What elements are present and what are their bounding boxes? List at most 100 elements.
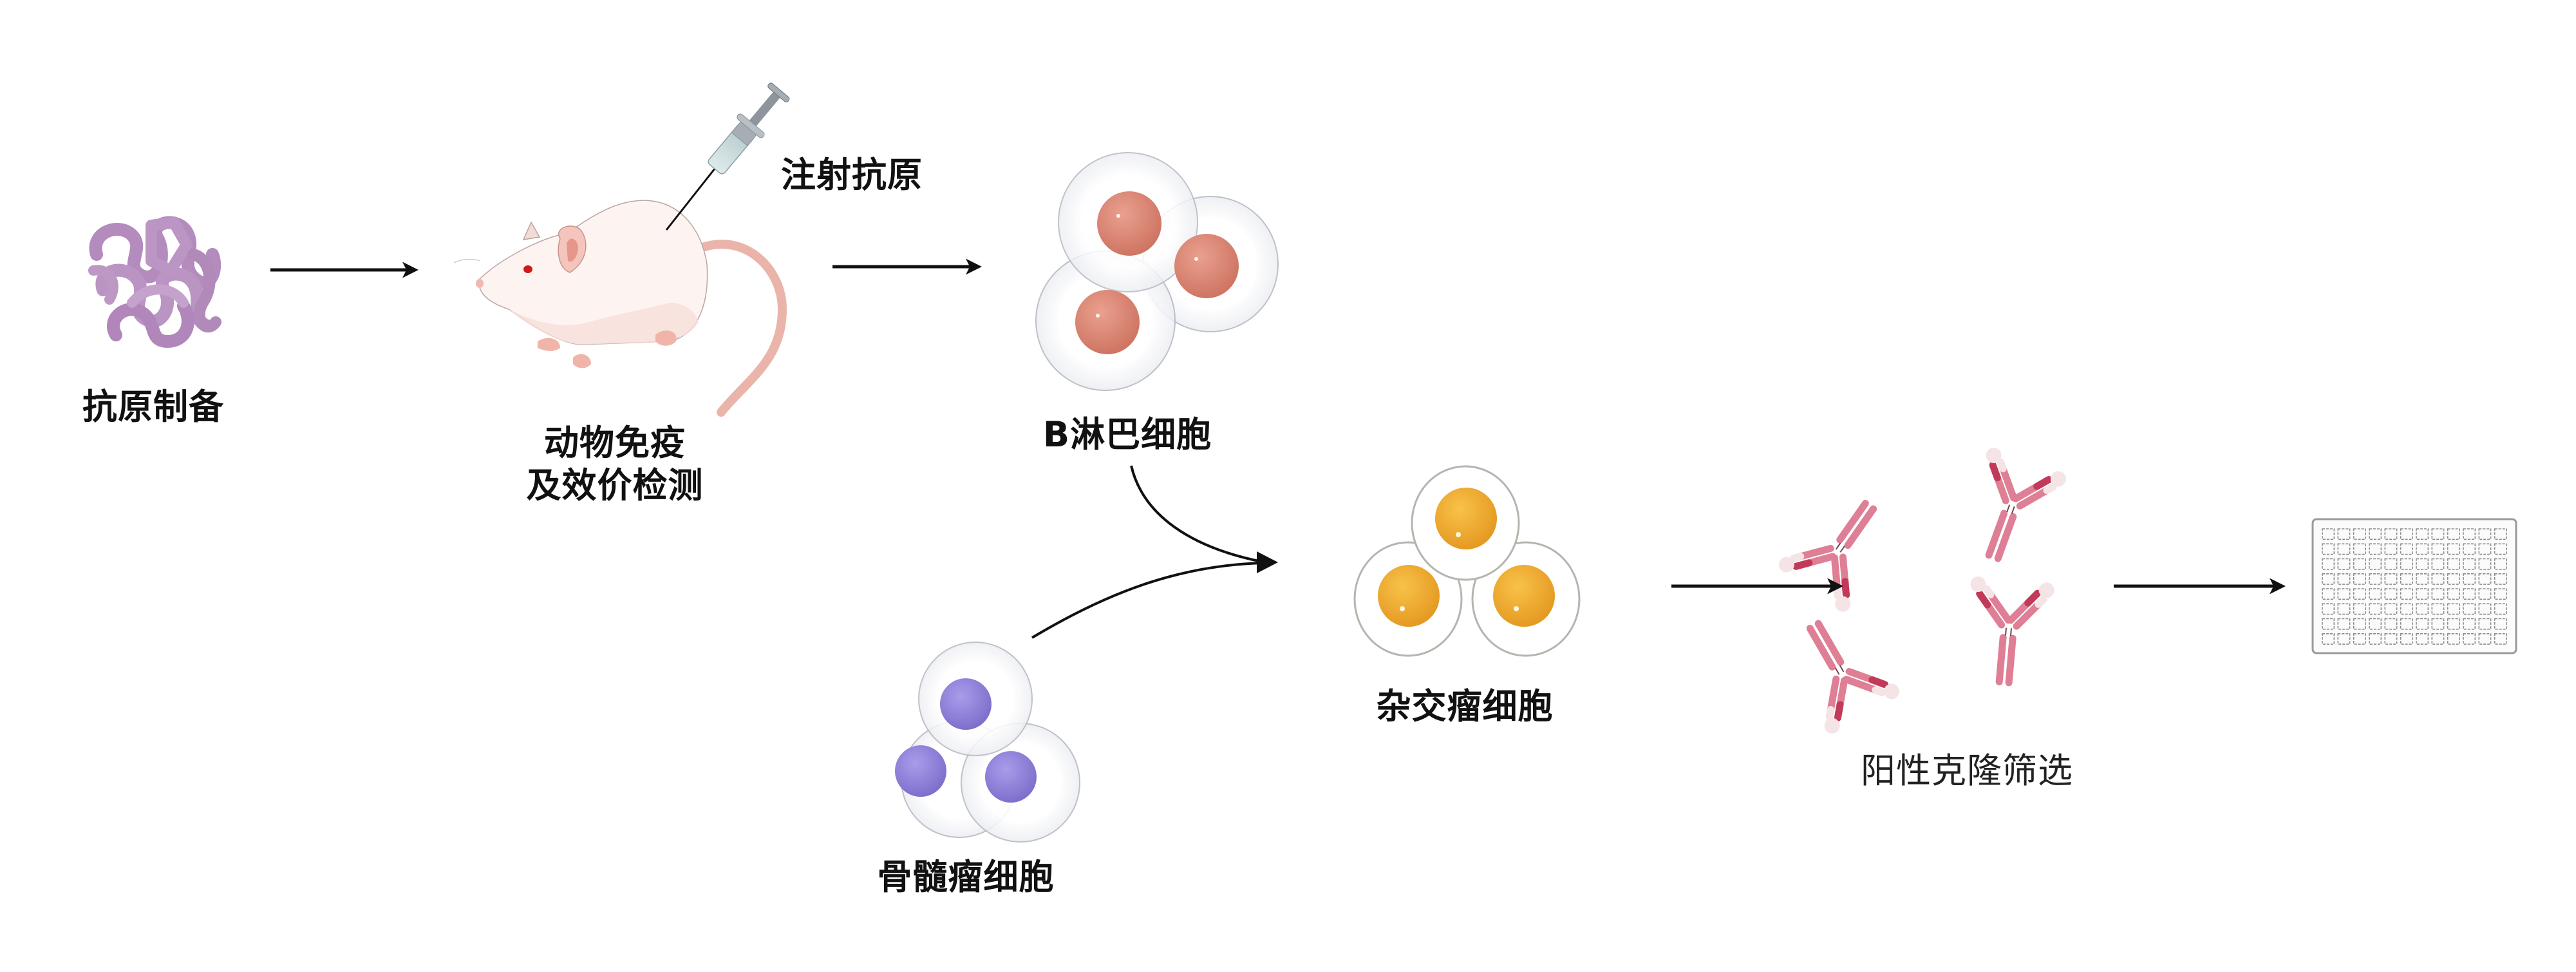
plate-well [2416, 543, 2429, 555]
plate-well [2447, 633, 2460, 645]
plate-well [2431, 618, 2445, 630]
plate-well [2337, 618, 2351, 630]
plate-well [2400, 528, 2413, 540]
hybridoma-cells-icon [1353, 465, 1581, 657]
plate-well [2416, 633, 2429, 645]
plate-well [2416, 558, 2429, 570]
plate-well [2494, 558, 2507, 570]
label-immunization-line2: 及效价检测 [526, 465, 704, 506]
plate-well [2478, 528, 2492, 540]
plate-well [2353, 528, 2366, 540]
plate-well [2322, 543, 2335, 555]
plate-well [2478, 588, 2492, 600]
plate-well [2322, 588, 2335, 600]
syringe-icon [665, 82, 790, 231]
plate-well [2478, 558, 2492, 570]
label-hybridoma-cells: 杂交瘤细胞 [1376, 686, 1554, 727]
plate-well [2337, 543, 2351, 555]
plate-well [2431, 633, 2445, 645]
plate-well [2369, 573, 2382, 585]
plate-well [2353, 558, 2366, 570]
plate-well [2478, 618, 2492, 630]
plate-well [2353, 633, 2366, 645]
plate-well [2384, 588, 2398, 600]
label-immunization-line1: 动物免疫 [544, 423, 686, 463]
plate-well [2431, 543, 2445, 555]
plate-well [2494, 603, 2507, 615]
plate-well [2337, 603, 2351, 615]
plate-well [2431, 528, 2445, 540]
plate-well [2478, 543, 2492, 555]
plate-well [2494, 573, 2507, 585]
b-lymphocyte-cells-icon [1035, 152, 1279, 391]
plate-well [2322, 573, 2335, 585]
plate-well [2369, 618, 2382, 630]
plate-well [2494, 543, 2507, 555]
plate-well [2337, 573, 2351, 585]
plate-well [2384, 603, 2398, 615]
plate-well [2322, 558, 2335, 570]
plate-well [2463, 633, 2476, 645]
antibody [1985, 448, 2066, 562]
plate-well [2369, 543, 2382, 555]
label-myeloma-cells: 骨髓瘤细胞 [877, 857, 1055, 897]
plate-well [2337, 588, 2351, 600]
plate-well [2369, 633, 2382, 645]
plate-well [2447, 618, 2460, 630]
plate-well [2494, 633, 2507, 645]
plate-well [2353, 618, 2366, 630]
arrowhead-merge [1257, 551, 1278, 573]
mouse-icon [453, 200, 787, 417]
antigen-protein-icon [88, 216, 221, 348]
plate-well [2463, 603, 2476, 615]
plate-well [2463, 528, 2476, 540]
plate-well [2447, 528, 2460, 540]
antibody [1778, 499, 1877, 612]
plate-well [2384, 618, 2398, 630]
plate-well [2384, 573, 2398, 585]
plate-well [2447, 558, 2460, 570]
arrow-bcells-to-hybridoma [1130, 465, 1263, 563]
plate-well [2447, 573, 2460, 585]
label-immunization: 动物免疫 及效价检测 [509, 422, 721, 507]
plate-well [2400, 573, 2413, 585]
plate-well [2322, 528, 2335, 540]
plate-well [2431, 573, 2445, 585]
plate-well [2463, 573, 2476, 585]
plate-well [2400, 558, 2413, 570]
plate-well [2478, 603, 2492, 615]
plate-well [2431, 603, 2445, 615]
plate-well [2353, 603, 2366, 615]
plate-well [2384, 543, 2398, 555]
plate-well [2337, 633, 2351, 645]
myeloma-cells-icon [895, 642, 1080, 843]
plate-well [2322, 633, 2335, 645]
plate-well [2369, 588, 2382, 600]
plate-well [2369, 558, 2382, 570]
well-plate-icon [2311, 518, 2517, 654]
plate-well [2447, 603, 2460, 615]
plate-well [2400, 543, 2413, 555]
antibody-icon [1778, 448, 2066, 734]
plate-well [2384, 558, 2398, 570]
plate-well [2431, 588, 2445, 600]
plate-well [2353, 588, 2366, 600]
label-positive-clone-screening: 阳性克隆筛选 [1861, 750, 2073, 791]
plate-well [2384, 528, 2398, 540]
label-b-lymphocytes: B淋巴细胞 [1042, 414, 1212, 455]
label-inject-antigen: 注射抗原 [781, 155, 923, 195]
plate-well [2463, 543, 2476, 555]
plate-well [2400, 588, 2413, 600]
plate-well [2369, 528, 2382, 540]
plate-well [2322, 618, 2335, 630]
plate-well [2447, 588, 2460, 600]
plate-well [2463, 588, 2476, 600]
arrow-myeloma-to-hybridoma [1031, 562, 1263, 639]
plate-well [2369, 603, 2382, 615]
plate-well [2337, 528, 2351, 540]
plate-well [2494, 528, 2507, 540]
plate-well [2353, 543, 2366, 555]
label-antigen-preparation: 抗原制备 [82, 386, 224, 427]
plate-well [2463, 558, 2476, 570]
